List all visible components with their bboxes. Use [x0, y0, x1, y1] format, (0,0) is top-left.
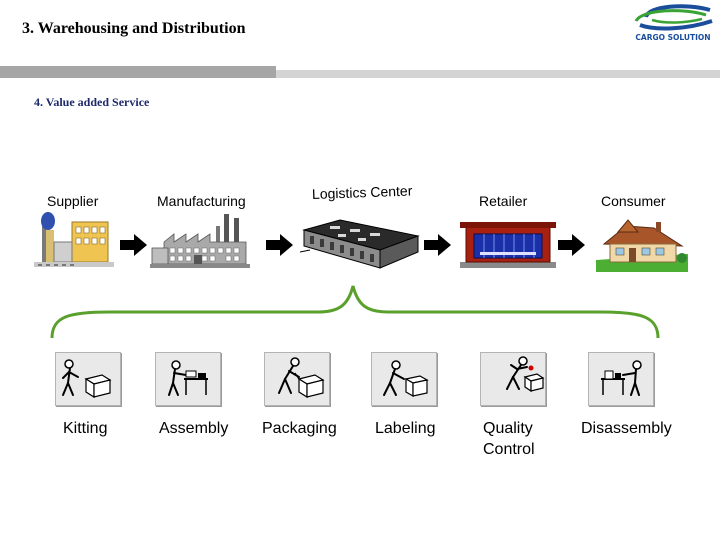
- section-subtitle: 4. Value added Service: [34, 95, 150, 109]
- stage-label-logistics-center: Logistics Center: [311, 182, 413, 202]
- header-divider-dark: [0, 66, 276, 78]
- activity-label-disassembly: Disassembly: [581, 420, 672, 437]
- supplier-factory-icon: [34, 212, 114, 268]
- activity-label-assembly: Assembly: [159, 420, 229, 437]
- activity-label-quality-control: Quality Control: [483, 418, 535, 460]
- page-title: 3. Warehousing and Distribution: [22, 20, 246, 37]
- stage-label-supplier: Supplier: [47, 193, 99, 209]
- stage-label-manufacturing: Manufacturing: [157, 193, 246, 209]
- retail-store-icon: [460, 216, 556, 270]
- logo-text: CARGO SOLUTION: [635, 33, 711, 42]
- flow-arrow-icon: [266, 234, 294, 256]
- house-icon: [596, 214, 688, 272]
- labeling-worker-icon: [371, 352, 437, 406]
- flow-arrow-icon: [558, 234, 586, 256]
- quality-control-worker-icon: [480, 352, 546, 406]
- manufacturing-plant-icon: [150, 212, 250, 270]
- flow-arrow-icon: [120, 234, 148, 256]
- kitting-worker-icon: [55, 352, 121, 406]
- value-added-brace: [0, 280, 720, 340]
- activity-label-kitting: Kitting: [63, 420, 108, 437]
- disassembly-worker-icon: [588, 352, 654, 406]
- stage-label-consumer: Consumer: [601, 193, 666, 209]
- logistics-warehouse-icon: [300, 212, 420, 274]
- packaging-worker-icon: [264, 352, 330, 406]
- cargo-solution-logo: CARGO SOLUTION: [626, 3, 718, 47]
- stage-label-retailer: Retailer: [479, 193, 528, 209]
- activity-label-quality-control-line-2: Control: [483, 441, 535, 458]
- flow-arrow-icon: [424, 234, 452, 256]
- assembly-worker-icon: [155, 352, 221, 406]
- activity-label-quality-control-line-1: Quality: [483, 420, 533, 437]
- activity-label-labeling: Labeling: [375, 420, 436, 437]
- activity-label-packaging: Packaging: [262, 420, 337, 437]
- header-divider-light: [276, 70, 720, 78]
